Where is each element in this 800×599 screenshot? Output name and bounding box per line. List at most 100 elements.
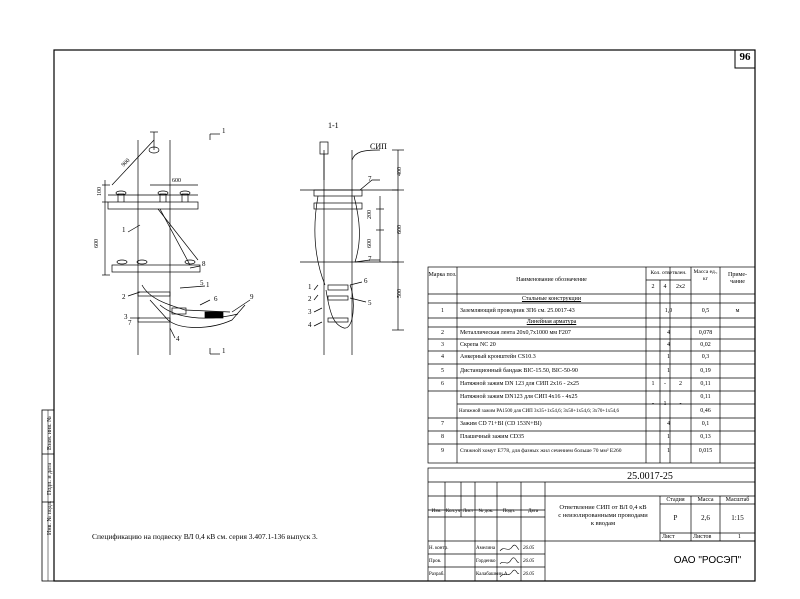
row8-qty: 1 <box>667 434 670 440</box>
dim-600-mid: 600 <box>367 239 373 248</box>
technical-drawing <box>102 131 404 355</box>
row9-mass: 0,015 <box>698 448 713 454</box>
row6-q4: - <box>664 381 666 387</box>
row6-mark: 6 <box>441 381 444 387</box>
row7-name: Зажим CD 71+BI (CD 153N+BI) <box>460 421 542 427</box>
row8-mass: 0,13 <box>700 434 711 440</box>
header-qty-2x2: 2x2 <box>676 284 685 290</box>
side-label-replace: Взам. инв. № <box>47 416 53 450</box>
row5-qty: 1 <box>667 368 670 374</box>
dim-500: 500 <box>397 289 403 298</box>
row6-q22: 2 <box>679 381 682 387</box>
sheet-label: Лист <box>662 534 675 540</box>
callout-1b: 1 <box>206 281 210 289</box>
sig-name-1: Амелина <box>476 546 496 551</box>
sheets-count: 1 <box>738 534 741 540</box>
row6bc-q2: - <box>652 401 654 407</box>
sig-role-3: Разраб. <box>429 572 445 577</box>
section-steel: Стальные конструкции <box>521 296 582 302</box>
company-name: ОАО "РОСЭП" <box>673 555 742 566</box>
row8-mark: 8 <box>441 434 444 440</box>
dim-200: 200 <box>367 210 373 219</box>
row3-mark: 3 <box>441 342 444 348</box>
stamp-header-date: Дата <box>528 509 538 514</box>
sig-date-3: 26.05 <box>523 572 535 577</box>
callout-1: 1 <box>122 226 126 234</box>
dim-400: 400 <box>397 167 403 176</box>
cut-mark-top: 1 <box>222 127 226 135</box>
row6b-name: Натяжной зажим DN123 для СИП 4х16 - 4х25 <box>460 394 578 400</box>
callout-r7b: 7 <box>368 255 372 263</box>
header-note: Приме- чание <box>727 272 747 285</box>
side-label-sign: Подп. и дата <box>47 462 53 495</box>
scale-label: Масштаб <box>725 497 750 503</box>
row5-mark: 5 <box>441 368 444 374</box>
row6c-name: Натяжной зажим PA1500 для СИП 3х35+1х54,… <box>459 409 619 414</box>
callout-7: 7 <box>128 319 132 327</box>
row2-mark: 2 <box>441 330 444 336</box>
row6c-mass: 0,46 <box>700 408 711 414</box>
row2-qty: 4 <box>667 330 670 336</box>
callout-5: 5 <box>200 279 204 287</box>
side-label-inv: Инв. № подл. <box>47 500 53 535</box>
sig-date-1: 26.05 <box>523 546 535 551</box>
cut-mark-bottom: 1 <box>222 347 226 355</box>
section-label: 1-1 <box>328 121 339 130</box>
callout-9: 9 <box>250 293 254 301</box>
row2-mass: 0,078 <box>698 330 713 336</box>
callout-6: 6 <box>214 295 218 303</box>
sig-name-3: Калабашкин А. <box>476 572 509 577</box>
sip-label: СИП <box>370 142 387 151</box>
signature-scribbles <box>499 544 520 578</box>
row6bc-q22: - <box>679 401 682 407</box>
header-qty-2: 2 <box>651 284 655 290</box>
sheet-number: 96 <box>739 51 751 63</box>
callout-r7: 7 <box>368 175 372 183</box>
row1-mark: 1 <box>441 308 444 314</box>
callout-r1: 1 <box>308 283 312 291</box>
row4-qty: 1 <box>667 354 670 360</box>
row3-qty: 4 <box>667 342 670 348</box>
doc-code: 25.0017-25 <box>627 471 673 482</box>
row4-mark: 4 <box>441 354 444 360</box>
title-line-1: Ответвление СИП от ВЛ 0,4 кВ <box>559 504 647 511</box>
pole-front-view <box>102 131 251 355</box>
stamp-header-izm: Изм. <box>431 509 442 514</box>
callout-2: 2 <box>122 293 126 301</box>
scale-value: 1:15 <box>731 514 744 522</box>
row1-mass: 0,5 <box>701 308 710 314</box>
mass-label: Масса <box>697 497 714 503</box>
row4-mass: 0,3 <box>701 354 710 360</box>
header-name: Наименование обозначение <box>516 277 587 283</box>
title-line-3: к вводам <box>590 520 616 527</box>
sig-role-1: Н. контр. <box>429 546 449 551</box>
title-line-2: с неизолированными проводами <box>558 512 648 519</box>
row8-name: Плашечный зажим CD35 <box>460 434 525 440</box>
row3-name: Скрепа NC 20 <box>460 342 496 348</box>
callout-r2: 2 <box>308 295 312 303</box>
sig-role-2: Пров. <box>429 559 442 564</box>
dim-600-right: 600 <box>397 225 403 234</box>
dim-600-top: 600 <box>172 178 181 184</box>
callout-4: 4 <box>176 335 180 343</box>
pole-section-view <box>300 141 404 355</box>
row6-q2: 1 <box>651 381 655 387</box>
row9-qty: 1 <box>667 448 670 454</box>
sig-name-2: Горденко <box>476 559 496 564</box>
row7-qty: 4 <box>667 421 670 427</box>
sheets-label: Листов <box>693 534 712 540</box>
row9-mark: 9 <box>441 448 444 454</box>
header-qty-4: 4 <box>663 284 667 290</box>
row1-qty: 1,0 <box>664 308 673 314</box>
row1-note: м <box>735 308 740 314</box>
row3-mass: 0,02 <box>700 342 711 348</box>
row9-name: Стяжной хомут E778, для фазных жил сечен… <box>460 448 622 454</box>
stage-label: Стадия <box>666 497 685 503</box>
row2-name: Металлическая лента 20х0,7х1000 мм F207 <box>460 330 571 336</box>
callout-r4: 4 <box>308 321 312 329</box>
callout-3: 3 <box>124 313 128 321</box>
callout-r3: 3 <box>308 308 312 316</box>
callout-r3b: 6 <box>364 277 368 285</box>
stamp-header-doc: № док. <box>478 509 494 514</box>
row6bc-q4: 1 <box>663 401 667 407</box>
